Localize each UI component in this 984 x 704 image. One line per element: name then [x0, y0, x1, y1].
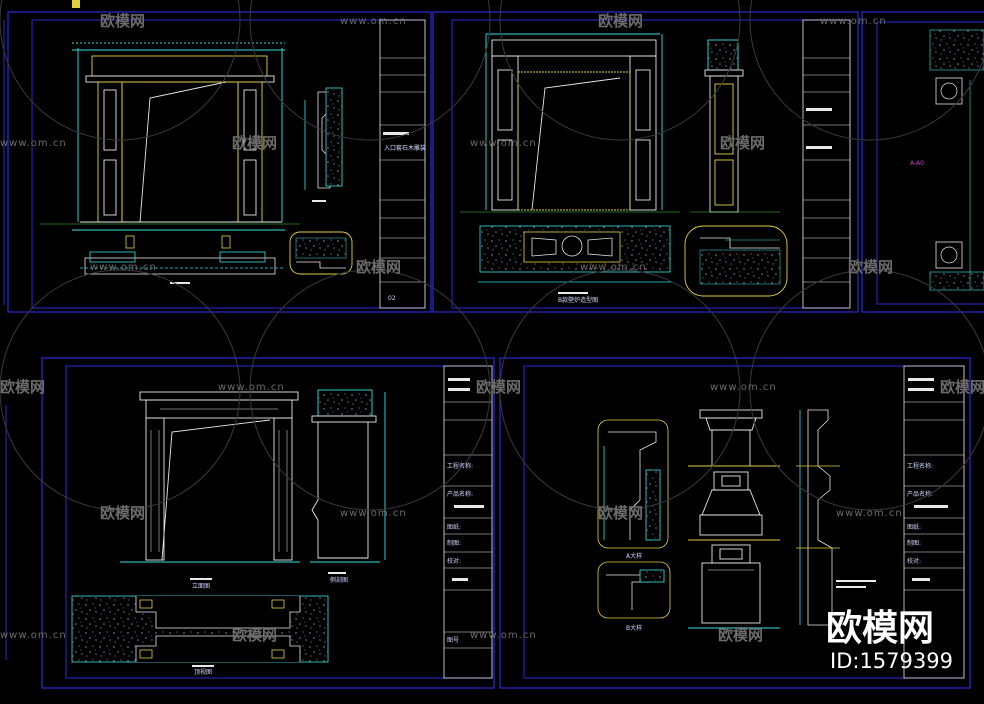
sheet-1-project-text: 入口套石木雕装: [384, 144, 426, 152]
sheet-3-inner-frame: [876, 21, 984, 305]
sheet-5-project-name-label: 工程名称:: [907, 462, 933, 470]
sheet-4-drawing-label: 图纸:: [447, 523, 461, 531]
watermark-url: www.om.cn: [340, 16, 407, 27]
sheet-1-outer-frame: [7, 11, 432, 313]
sheet-5-detail-b-label: B大样: [626, 624, 642, 632]
sheet-1-door-elevation: [40, 42, 300, 231]
watermark-name: 欧模网: [356, 258, 401, 276]
sheet-4-number-label: 图号: [447, 637, 459, 644]
watermark-url: www.om.cn: [90, 262, 157, 273]
watermark-url: www.om.cn: [710, 382, 777, 393]
sheet-1: 入口套石木雕装 02: [7, 11, 432, 313]
watermark-name: 欧模网: [598, 12, 643, 30]
watermark-id: ID:1579399: [830, 649, 953, 673]
sheet-1-door-plan: [80, 235, 285, 284]
sheet-2: B款壁炉造型图: [432, 11, 859, 313]
sheet-4-project-name-label: 工程名称:: [447, 462, 473, 470]
sheet-5-detail-b: B大样: [597, 561, 671, 632]
sheet-5-scale-label: 制图:: [907, 539, 921, 547]
sheet-2-detail-bubble: [684, 225, 788, 297]
sheet-5-title-block: 工程名称: 产品名称: 图纸: 制图: 校对:: [903, 365, 965, 679]
sheet-5-detail-a: A大样: [597, 419, 669, 560]
sheet-4-title-block: 工程名称: 产品名称: 图纸: 制图: 校对: 图号: [443, 365, 493, 679]
watermark-name: 欧模网: [720, 134, 765, 152]
sheet-4-scale-label: 制图:: [447, 539, 461, 547]
watermark-name: 欧模网: [0, 378, 45, 396]
watermark-name: 欧模网: [598, 504, 643, 522]
sheet-1-section-profile: [304, 87, 343, 202]
watermark-url: www.om.cn: [340, 508, 407, 519]
sheet-5: 工程名称: 产品名称: 图纸: 制图: 校对: A大样 B大样: [499, 357, 971, 689]
sheet-2-fireplace-plan: B款壁炉造型图: [478, 225, 672, 304]
watermark-name: 欧模网: [940, 378, 984, 396]
watermark-name: 欧模网: [100, 12, 145, 30]
sheet-5-check-label: 校对:: [907, 557, 921, 565]
sheet-2-fireplace-elevation: [460, 33, 680, 213]
sheet-2-title-block: [802, 19, 851, 309]
watermark-circles: [0, 0, 984, 511]
watermark-name: 欧模网: [100, 504, 145, 522]
watermark-url: www.om.cn: [218, 382, 285, 393]
sheet-5-detail-a-label: A大样: [626, 552, 642, 560]
sheet-5-outer-frame: [499, 357, 971, 689]
sheet-4-side-label: 侧剖图: [330, 576, 348, 584]
sheet-4-doorway-elevation: 立面图: [120, 391, 300, 590]
sheet-5-column-profile: [796, 409, 876, 626]
watermark-url: www.om.cn: [820, 16, 887, 27]
sheet-4-plan-label: 顶视图: [194, 668, 212, 676]
left-edge-partial-frames: [3, 0, 80, 660]
watermark-url: www.om.cn: [0, 138, 67, 149]
sheet-2-outer-frame: [432, 11, 859, 313]
sheet-5-product-name-label: 产品名称:: [907, 490, 933, 498]
sheet-1-code-text: 02: [388, 295, 396, 302]
sheet-2-side-elevation: [690, 39, 780, 213]
watermark-name: 欧模网: [476, 378, 521, 396]
sheet-3: A-A0: [861, 11, 984, 313]
watermark-brand-name: 欧模网: [826, 608, 934, 649]
watermark-url: www.om.cn: [470, 630, 537, 641]
watermark-url: www.om.cn: [580, 262, 647, 273]
sheet-5-column-elevation: [688, 409, 780, 629]
sheet-4-front-label: 立面图: [192, 582, 210, 590]
watermark-layer: 欧模网 www.om.cn 欧模网 www.om.cn www.om.cn 欧模…: [0, 0, 984, 673]
sheet-4-plan: 顶视图: [71, 595, 329, 676]
watermark-name: 欧模网: [718, 626, 763, 644]
sheet-4-side-section: 侧剖图: [310, 389, 386, 584]
watermark-url: www.om.cn: [0, 630, 67, 641]
sheet-5-drawing-label: 图纸:: [907, 523, 921, 531]
sheet-4-product-name-label: 产品名称:: [447, 490, 473, 498]
sheet-4: 工程名称: 产品名称: 图纸: 制图: 校对: 图号 立面图: [41, 357, 495, 689]
watermark-url: www.om.cn: [470, 138, 537, 149]
watermark-name: 欧模网: [232, 134, 277, 152]
sheet-2-label: B款壁炉造型图: [558, 296, 598, 304]
sheet-3-outer-frame: [861, 11, 984, 313]
sheet-3-side-text: A-A0: [910, 160, 924, 167]
watermark-name: 欧模网: [848, 258, 893, 276]
sheet-1-title-block: 入口套石木雕装 02: [379, 19, 426, 309]
watermark-brand: 欧模网 ID:1579399: [826, 608, 953, 673]
sheet-4-outer-frame: [41, 357, 495, 689]
watermark-url: www.om.cn: [836, 508, 903, 519]
sheet-1-detail-bubble: [289, 231, 353, 275]
watermark-texts: 欧模网 www.om.cn 欧模网 www.om.cn www.om.cn 欧模…: [0, 12, 984, 644]
watermark-name: 欧模网: [232, 626, 277, 644]
sheet-4-check-label: 校对:: [447, 557, 461, 565]
